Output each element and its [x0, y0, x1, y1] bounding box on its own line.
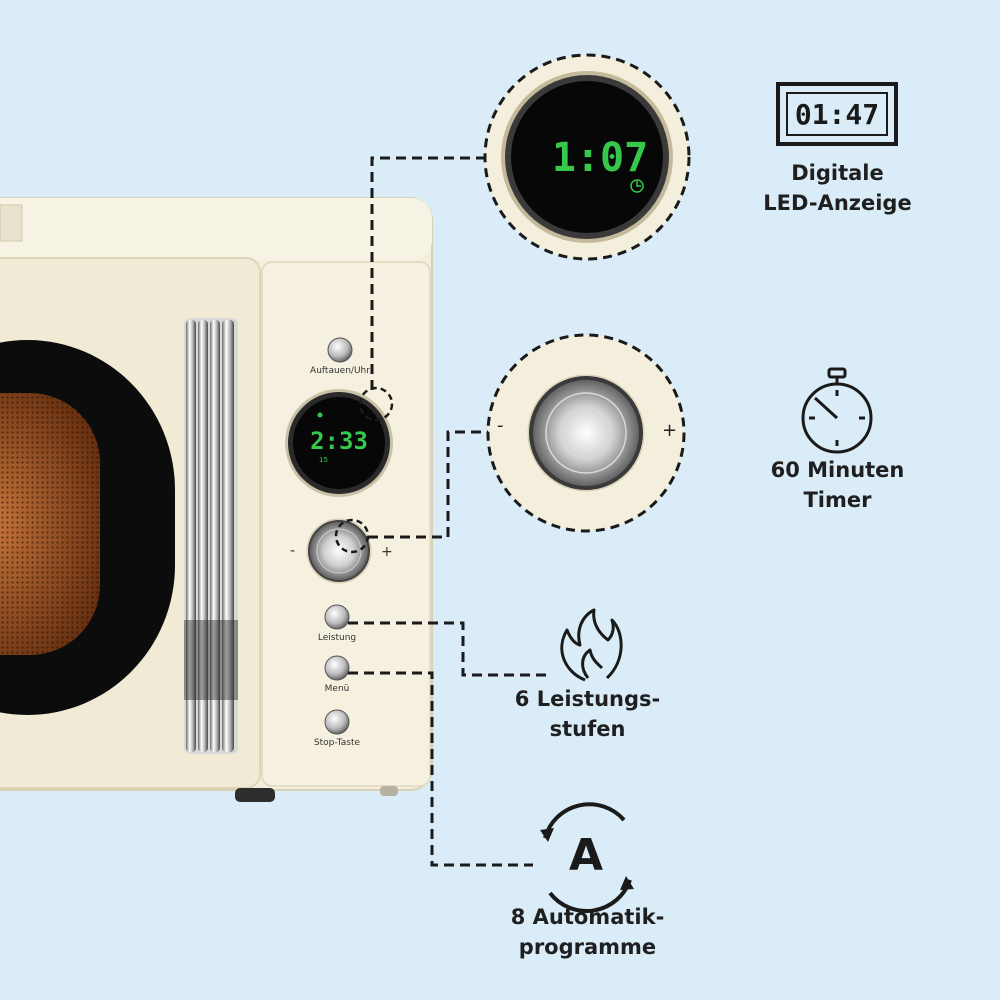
clock-indicator-icon — [630, 179, 644, 193]
button-stop[interactable] — [324, 709, 350, 735]
digital-clock-text: 01:47 — [795, 98, 879, 131]
feature-led-caption: Digitale LED-Anzeige — [763, 161, 912, 215]
auto-program-letter: A — [569, 830, 603, 881]
button-leistung[interactable] — [324, 604, 350, 630]
panel-knob-minus: - — [290, 543, 295, 559]
connector-auto — [348, 671, 533, 867]
connector-display — [370, 156, 492, 390]
digital-clock-icon: 01:47 — [776, 82, 898, 146]
zoom-knob-minus: - — [497, 415, 504, 436]
button-menu[interactable] — [324, 655, 350, 681]
zoom-knob-plus: + — [662, 420, 677, 441]
label-auftauen: Auftauen/Uhr — [310, 366, 370, 376]
panel-display: 2:33 15 — [285, 389, 393, 497]
connector-knob — [368, 430, 490, 539]
panel-display-indicator: 15 — [319, 456, 328, 464]
panel-display-time: 2:33 — [310, 427, 368, 455]
zoom-display-time: 1:07 — [552, 135, 648, 181]
auto-program-icon: A — [540, 802, 634, 913]
indicator-icon — [317, 412, 323, 418]
label-menu: Menü — [324, 684, 350, 694]
display-highlight — [358, 386, 394, 422]
connector-lines — [348, 156, 552, 867]
feature-auto-caption: 8 Automatik- programme — [510, 905, 665, 959]
zoom-display: 1:07 — [483, 53, 691, 261]
feature-timer-caption: 60 Minuten Timer — [770, 458, 905, 512]
door-handle — [184, 318, 238, 754]
label-stop: Stop-Taste — [313, 738, 361, 748]
stopwatch-icon — [801, 367, 873, 454]
feature-power-caption: 6 Leistungs- stufen — [514, 687, 661, 741]
door-window — [0, 340, 175, 715]
panel-knob-plus: + — [381, 544, 393, 560]
panel-timer-knob[interactable] — [306, 518, 372, 584]
label-leistung: Leistung — [317, 633, 357, 643]
button-auftauen[interactable] — [327, 337, 353, 363]
flame-icon — [560, 608, 623, 682]
connector-power — [348, 621, 552, 677]
zoom-timer-knob — [486, 333, 686, 533]
